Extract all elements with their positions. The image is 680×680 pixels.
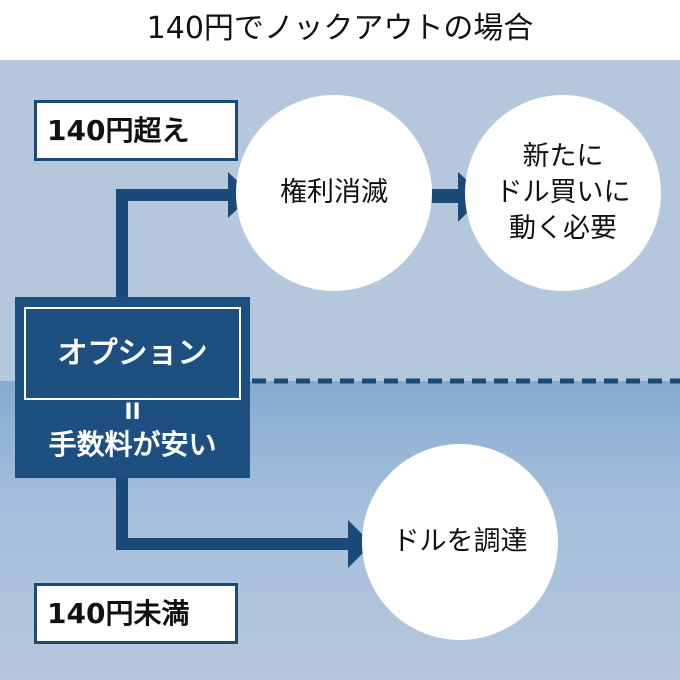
arrow-head-to-procure (348, 520, 372, 568)
expire-text: 権利消滅 (280, 177, 388, 208)
option-label: オプション (24, 307, 241, 400)
equals-sign: II (124, 400, 141, 425)
rebuy-circle: 新たに ドル買いに 動く必要 (465, 95, 661, 291)
expire-circle: 権利消滅 (236, 95, 432, 291)
option-description: 手数料が安い (48, 428, 217, 461)
diagram-panel: 140円超え 権利消滅 新たに ドル買いに 動く必要 オプション II 手数料が… (0, 60, 680, 680)
rebuy-text-line: 動く必要 (509, 213, 617, 244)
rebuy-text-line: 新たに (522, 141, 604, 172)
procure-text: ドルを調達 (392, 526, 528, 557)
above-140-label: 140円超え (34, 100, 238, 161)
arrow-to-expire (116, 189, 232, 297)
below-140-label: 140円未満 (34, 583, 238, 644)
flow-arrows (116, 172, 680, 568)
arrow-to-procure (116, 478, 350, 550)
procure-circle: ドルを調達 (362, 444, 558, 640)
option-box: オプション II 手数料が安い (15, 297, 250, 478)
arrow-to-rebuy-shaft (430, 189, 462, 203)
rebuy-text-line: ドル買いに (495, 177, 631, 208)
diagram-title: 140円でノックアウトの場合 (146, 11, 534, 46)
